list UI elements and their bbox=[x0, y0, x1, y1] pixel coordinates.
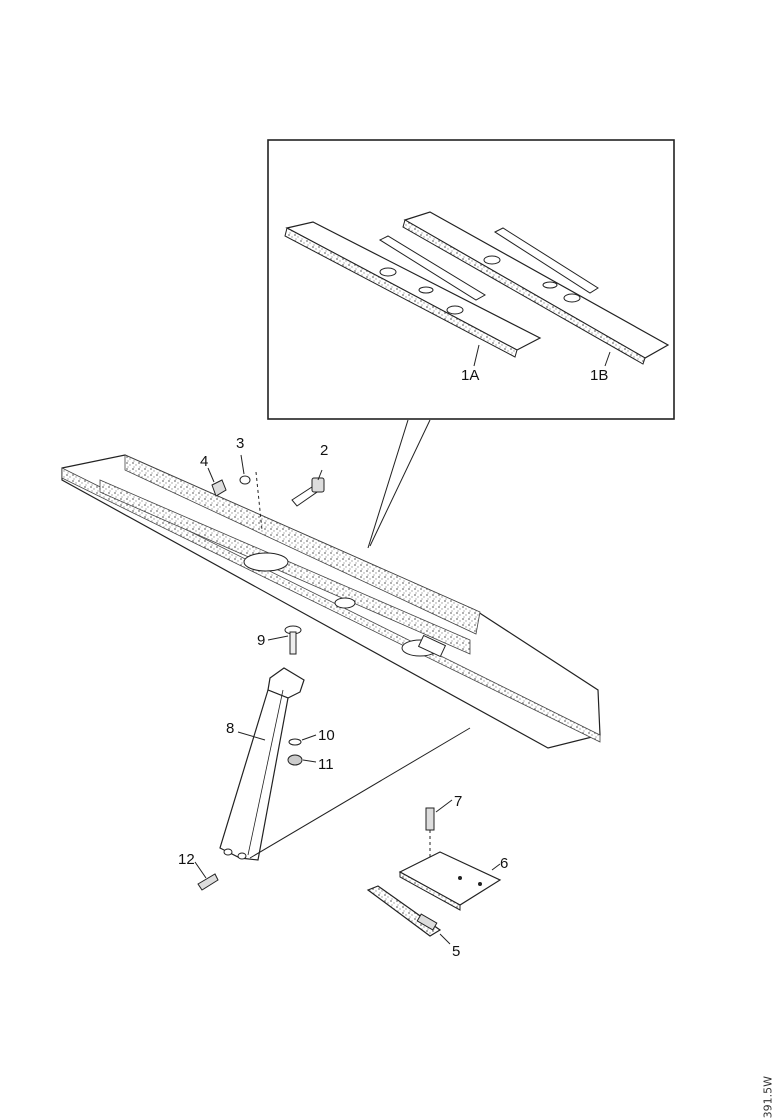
bolt-part-9 bbox=[268, 626, 301, 654]
screw-part-12 bbox=[195, 862, 218, 890]
detail-inset: 1A 1B bbox=[268, 140, 674, 419]
callout-6: 6 bbox=[500, 855, 508, 872]
callout-1a: 1A bbox=[461, 367, 479, 384]
inset-pointer bbox=[368, 420, 430, 548]
callout-8: 8 bbox=[226, 720, 234, 737]
main-rail bbox=[62, 455, 600, 748]
callout-5: 5 bbox=[452, 943, 460, 960]
document-id: 391.5W bbox=[761, 1076, 774, 1118]
callout-2: 2 bbox=[320, 442, 328, 459]
callout-4: 4 bbox=[200, 453, 208, 470]
plate-part-6 bbox=[400, 852, 500, 910]
callout-12: 12 bbox=[178, 851, 195, 868]
screw-part-2 bbox=[292, 470, 324, 506]
nut-part-11 bbox=[288, 755, 316, 765]
callout-3: 3 bbox=[236, 435, 244, 452]
callout-11: 11 bbox=[318, 756, 334, 773]
nut-part-4 bbox=[208, 468, 226, 496]
washer-part-10 bbox=[289, 735, 316, 745]
callout-9: 9 bbox=[257, 632, 265, 649]
strut-part-8 bbox=[220, 668, 470, 860]
callout-10: 10 bbox=[318, 727, 335, 744]
callout-7: 7 bbox=[454, 793, 462, 810]
callout-1b: 1B bbox=[590, 367, 608, 384]
